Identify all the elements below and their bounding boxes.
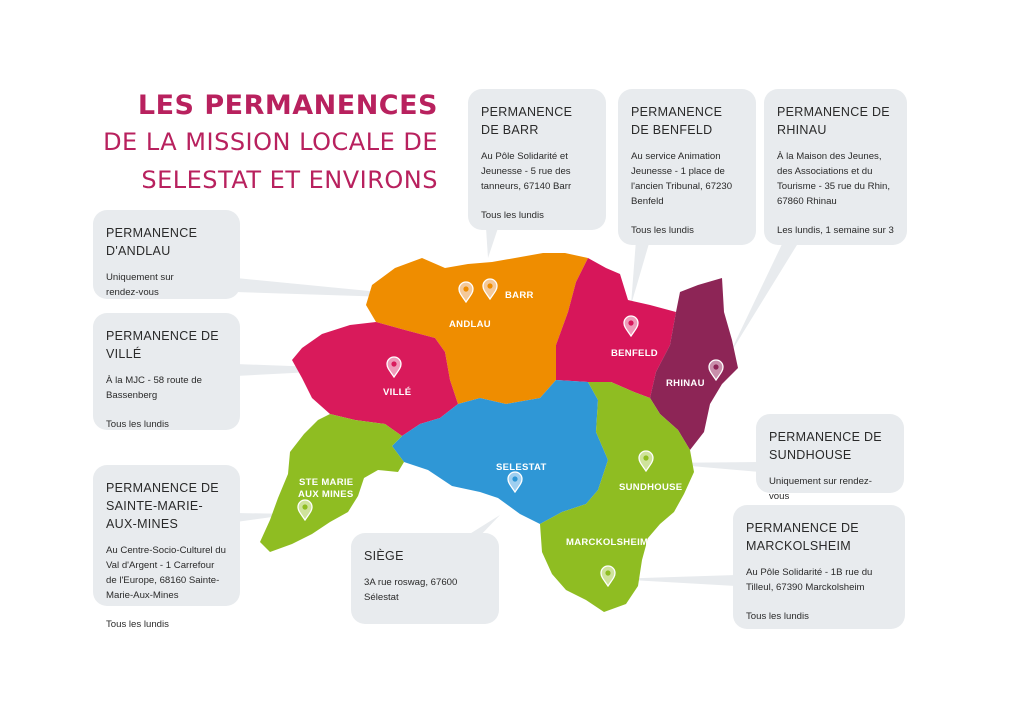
pin-andlau-icon xyxy=(458,281,474,304)
map-label-selestat: SELESTAT xyxy=(496,462,547,473)
card-sainte-marie: PERMANENCE DE SAINTE-MARIE-AUX-MINES Au … xyxy=(93,465,240,630)
region-rhinau xyxy=(650,278,738,450)
card-title: PERMANENCE DE BENFELD xyxy=(631,105,723,137)
card-address: Uniquement sur rendez-vous xyxy=(769,476,872,502)
card-title: PERMANENCE D'ANDLAU xyxy=(106,226,198,258)
card-title: PERMANENCE DE BARR xyxy=(481,105,573,137)
region-sainte-marie xyxy=(260,414,404,552)
card-schedule: Tous les lundis xyxy=(631,225,694,236)
card-address: Au Pôle Solidarité et Jeunesse - 5 rue d… xyxy=(481,151,572,192)
card-address: Uniquement sur rendez-vous xyxy=(106,272,174,298)
map-label-barr: BARR xyxy=(505,290,534,301)
pin-rhinau-icon xyxy=(708,359,724,382)
card-barr: PERMANENCE DE BARR Au Pôle Solidarité et… xyxy=(468,89,606,230)
card-title: PERMANENCE DE SAINTE-MARIE-AUX-MINES xyxy=(106,481,219,531)
card-title: PERMANENCE DE RHINAU xyxy=(777,105,890,137)
card-address: À la MJC - 58 route de Bassenberg xyxy=(106,375,202,401)
map-label-sainte-marie-2: AUX MINES xyxy=(298,489,353,500)
card-ville: PERMANENCE DE VILLÉ À la MJC - 58 route … xyxy=(93,313,240,430)
pin-barr-icon xyxy=(482,278,498,301)
pin-sainte-marie-icon xyxy=(297,499,313,522)
pin-marckolsheim-icon xyxy=(600,565,616,588)
region-selestat xyxy=(392,380,608,524)
card-andlau: PERMANENCE D'ANDLAU Uniquement sur rende… xyxy=(93,210,240,299)
card-address: Au service Animation Jeunesse - 1 place … xyxy=(631,151,733,207)
map-label-ville: VILLÉ xyxy=(383,387,411,398)
card-address: Au Centre-Socio-Culturel du Val d'Argent… xyxy=(106,545,226,601)
card-schedule: Tous les lundis xyxy=(106,419,169,430)
page-title: LES PERMANENCES xyxy=(137,90,438,121)
card-rhinau: PERMANENCE DE RHINAU À la Maison des Jeu… xyxy=(764,89,907,245)
card-address: À la Maison des Jeunes, des Associations… xyxy=(777,151,891,207)
pin-selestat-icon xyxy=(507,471,523,494)
map-label-sundhouse: SUNDHOUSE xyxy=(619,482,682,493)
pin-benfeld-icon xyxy=(623,315,639,338)
region-andlau-barr xyxy=(366,253,588,404)
region-sundhouse-marckolsheim xyxy=(540,382,694,612)
card-title: PERMANENCE DE SUNDHOUSE xyxy=(769,430,882,462)
map-label-marckolsheim: MARCKOLSHEIM xyxy=(566,537,648,548)
pin-sundhouse-icon xyxy=(638,450,654,473)
region-benfeld xyxy=(556,258,676,398)
map-label-rhinau: RHINAU xyxy=(666,378,705,389)
card-schedule: Tous les lundis xyxy=(481,210,544,221)
map-label-andlau: ANDLAU xyxy=(449,319,491,330)
map-pins xyxy=(297,278,724,588)
pin-ville-icon xyxy=(386,356,402,379)
card-schedule: Tous les lundis xyxy=(746,611,809,622)
card-title: SIÈGE xyxy=(364,549,404,563)
map-label-sainte-marie-1: STE MARIE xyxy=(299,477,353,488)
card-benfeld: PERMANENCE DE BENFELD Au service Animati… xyxy=(618,89,756,245)
card-address: Au Pôle Solidarité - 1B rue du Tilleul, … xyxy=(746,567,873,593)
card-marckolsheim: PERMANENCE DE MARCKOLSHEIM Au Pôle Solid… xyxy=(733,505,905,629)
card-title: PERMANENCE DE MARCKOLSHEIM xyxy=(746,521,859,553)
region-ville xyxy=(292,322,458,436)
map-label-benfeld: BENFELD xyxy=(611,348,658,359)
card-address: 3A rue roswag, 67600 Sélestat xyxy=(364,577,458,603)
card-title: PERMANENCE DE VILLÉ xyxy=(106,329,219,361)
card-schedule: Tous les lundis xyxy=(106,619,169,630)
card-sundhouse: PERMANENCE DE SUNDHOUSE Uniquement sur r… xyxy=(756,414,904,502)
card-siege: SIÈGE 3A rue roswag, 67600 Sélestat xyxy=(351,533,499,624)
page-subtitle-line-1: DE LA MISSION LOCALE DE xyxy=(103,128,438,156)
card-schedule: Les lundis, 1 semaine sur 3 xyxy=(777,225,894,236)
page-subtitle-line-2: SELESTAT ET ENVIRONS xyxy=(141,166,438,194)
